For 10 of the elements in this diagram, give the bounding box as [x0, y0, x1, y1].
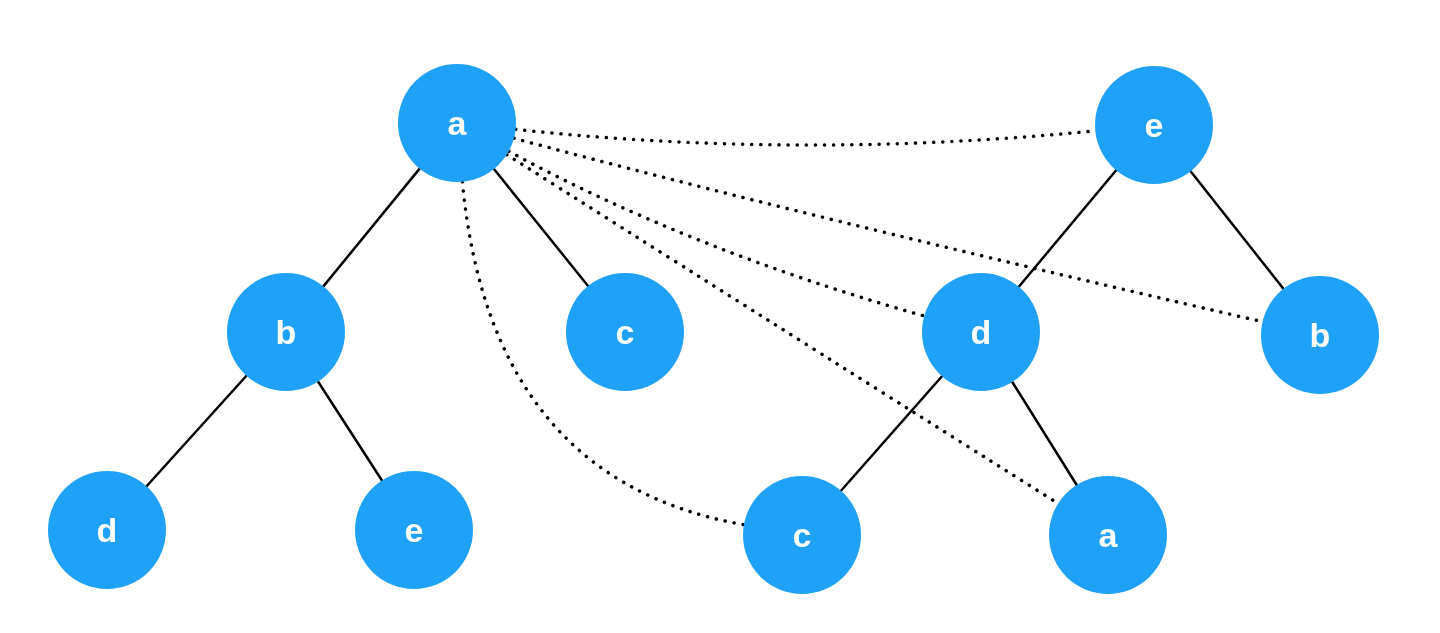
tree-edge [1011, 380, 1078, 487]
tree-edge [322, 167, 421, 288]
tree-edge [316, 380, 384, 482]
tree-edge [145, 374, 248, 488]
tree-edge [1189, 170, 1285, 290]
dotted-connector [507, 149, 926, 318]
tree-edge [839, 375, 944, 492]
tree-edge [492, 167, 590, 288]
tree-edge [1017, 169, 1118, 288]
dotted-connector [460, 180, 746, 527]
